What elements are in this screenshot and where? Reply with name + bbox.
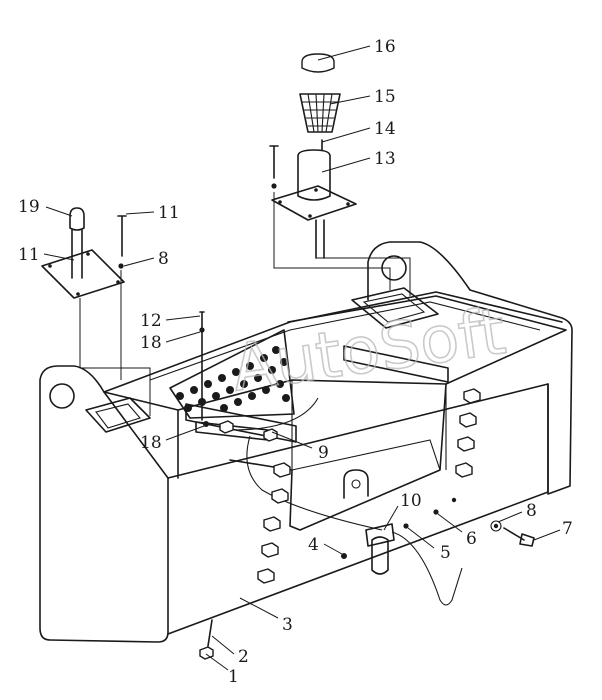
bolt-13-upper [269,145,279,179]
left-lifting-lug-hole [49,383,75,409]
callout-6: 6 [466,529,477,549]
mesh-baffle-holes [176,346,290,412]
strainer-mesh [302,93,338,133]
callout-10: 10 [400,491,422,511]
right-top-bracket [343,345,449,383]
callout-9: 9 [318,443,329,463]
mesh-baffle-outline [169,329,295,419]
callout-2: 2 [238,647,249,667]
left-opening-frame [85,397,151,433]
washer-18-upper [199,327,205,333]
callout-16: 15 [374,87,396,107]
center-cutaway-opening [177,379,447,531]
harness-wire-9 [231,397,383,531]
tank-right-end-plate [367,241,573,495]
left-neck-pipe-11 [71,229,83,279]
left-opening-inner [95,403,141,429]
seal-ring-8 [490,520,502,532]
bolt-7 [503,527,535,547]
left-filler-assembly [41,207,151,433]
callout-13: 12 [140,311,162,331]
filter-10 [371,536,389,575]
right-opening-frame [351,287,439,329]
drain-hose [391,531,463,606]
callout-4: 4 [308,535,319,555]
callout-5: 5 [440,543,451,563]
left-cap-19 [69,207,85,231]
left-neck-guide-line [79,298,151,416]
strainer-basket-16 [299,93,341,133]
callout-18-lower: 18 [140,433,162,453]
cap-17 [301,53,335,73]
callout-8-lower: 8 [526,501,537,521]
left-flange-plate-11 [41,249,125,299]
filler-neck-14 [297,149,331,201]
washer-upper-right [271,183,277,189]
washer-5 [403,523,409,529]
drain-bolt-2 [207,619,213,647]
filter-and-drain [199,497,535,660]
filler-flange-14 [271,185,357,221]
right-filler-assembly [269,53,439,329]
cutaway-floor [291,439,441,471]
suction-pipe [315,219,325,259]
washer-6 [433,509,439,515]
right-neck-guide-line [273,192,411,296]
washer-near-6 [451,497,457,503]
callout-17: 16 [374,37,396,57]
drain-nut-1 [199,646,214,660]
callout-18-upper: 18 [140,333,162,353]
callout-19: 19 [18,197,40,217]
tank-body [39,241,573,643]
bottom-drain-lug [343,469,369,499]
callout-12: 11 [158,203,180,223]
tank-face-bolts [219,388,481,584]
watermark: AutoSoft [227,295,509,407]
tank-left-end-plate [39,365,169,643]
right-opening-inner [362,293,426,323]
tank-top-inner-edge [149,301,541,381]
callout-15: 14 [374,119,396,139]
sender-and-wiring [195,311,383,531]
tank-top-back-edge [103,291,563,393]
bolt-12 [117,215,127,257]
callout-7: 7 [562,519,573,539]
callout-14: 13 [374,149,396,169]
filter-head [365,523,395,547]
drain-lug-hole [351,479,361,489]
callout-labels: 16 15 14 13 19 11 11 8 12 18 18 9 10 8 7… [18,37,573,687]
callout-11: 11 [18,245,40,265]
drain-plug-4 [341,553,347,559]
callout-3: 3 [282,615,293,635]
callout-8-upper: 8 [158,249,169,269]
callout-1: 1 [228,667,239,687]
leader-lines [43,45,561,671]
washer-8-upper [118,263,124,269]
